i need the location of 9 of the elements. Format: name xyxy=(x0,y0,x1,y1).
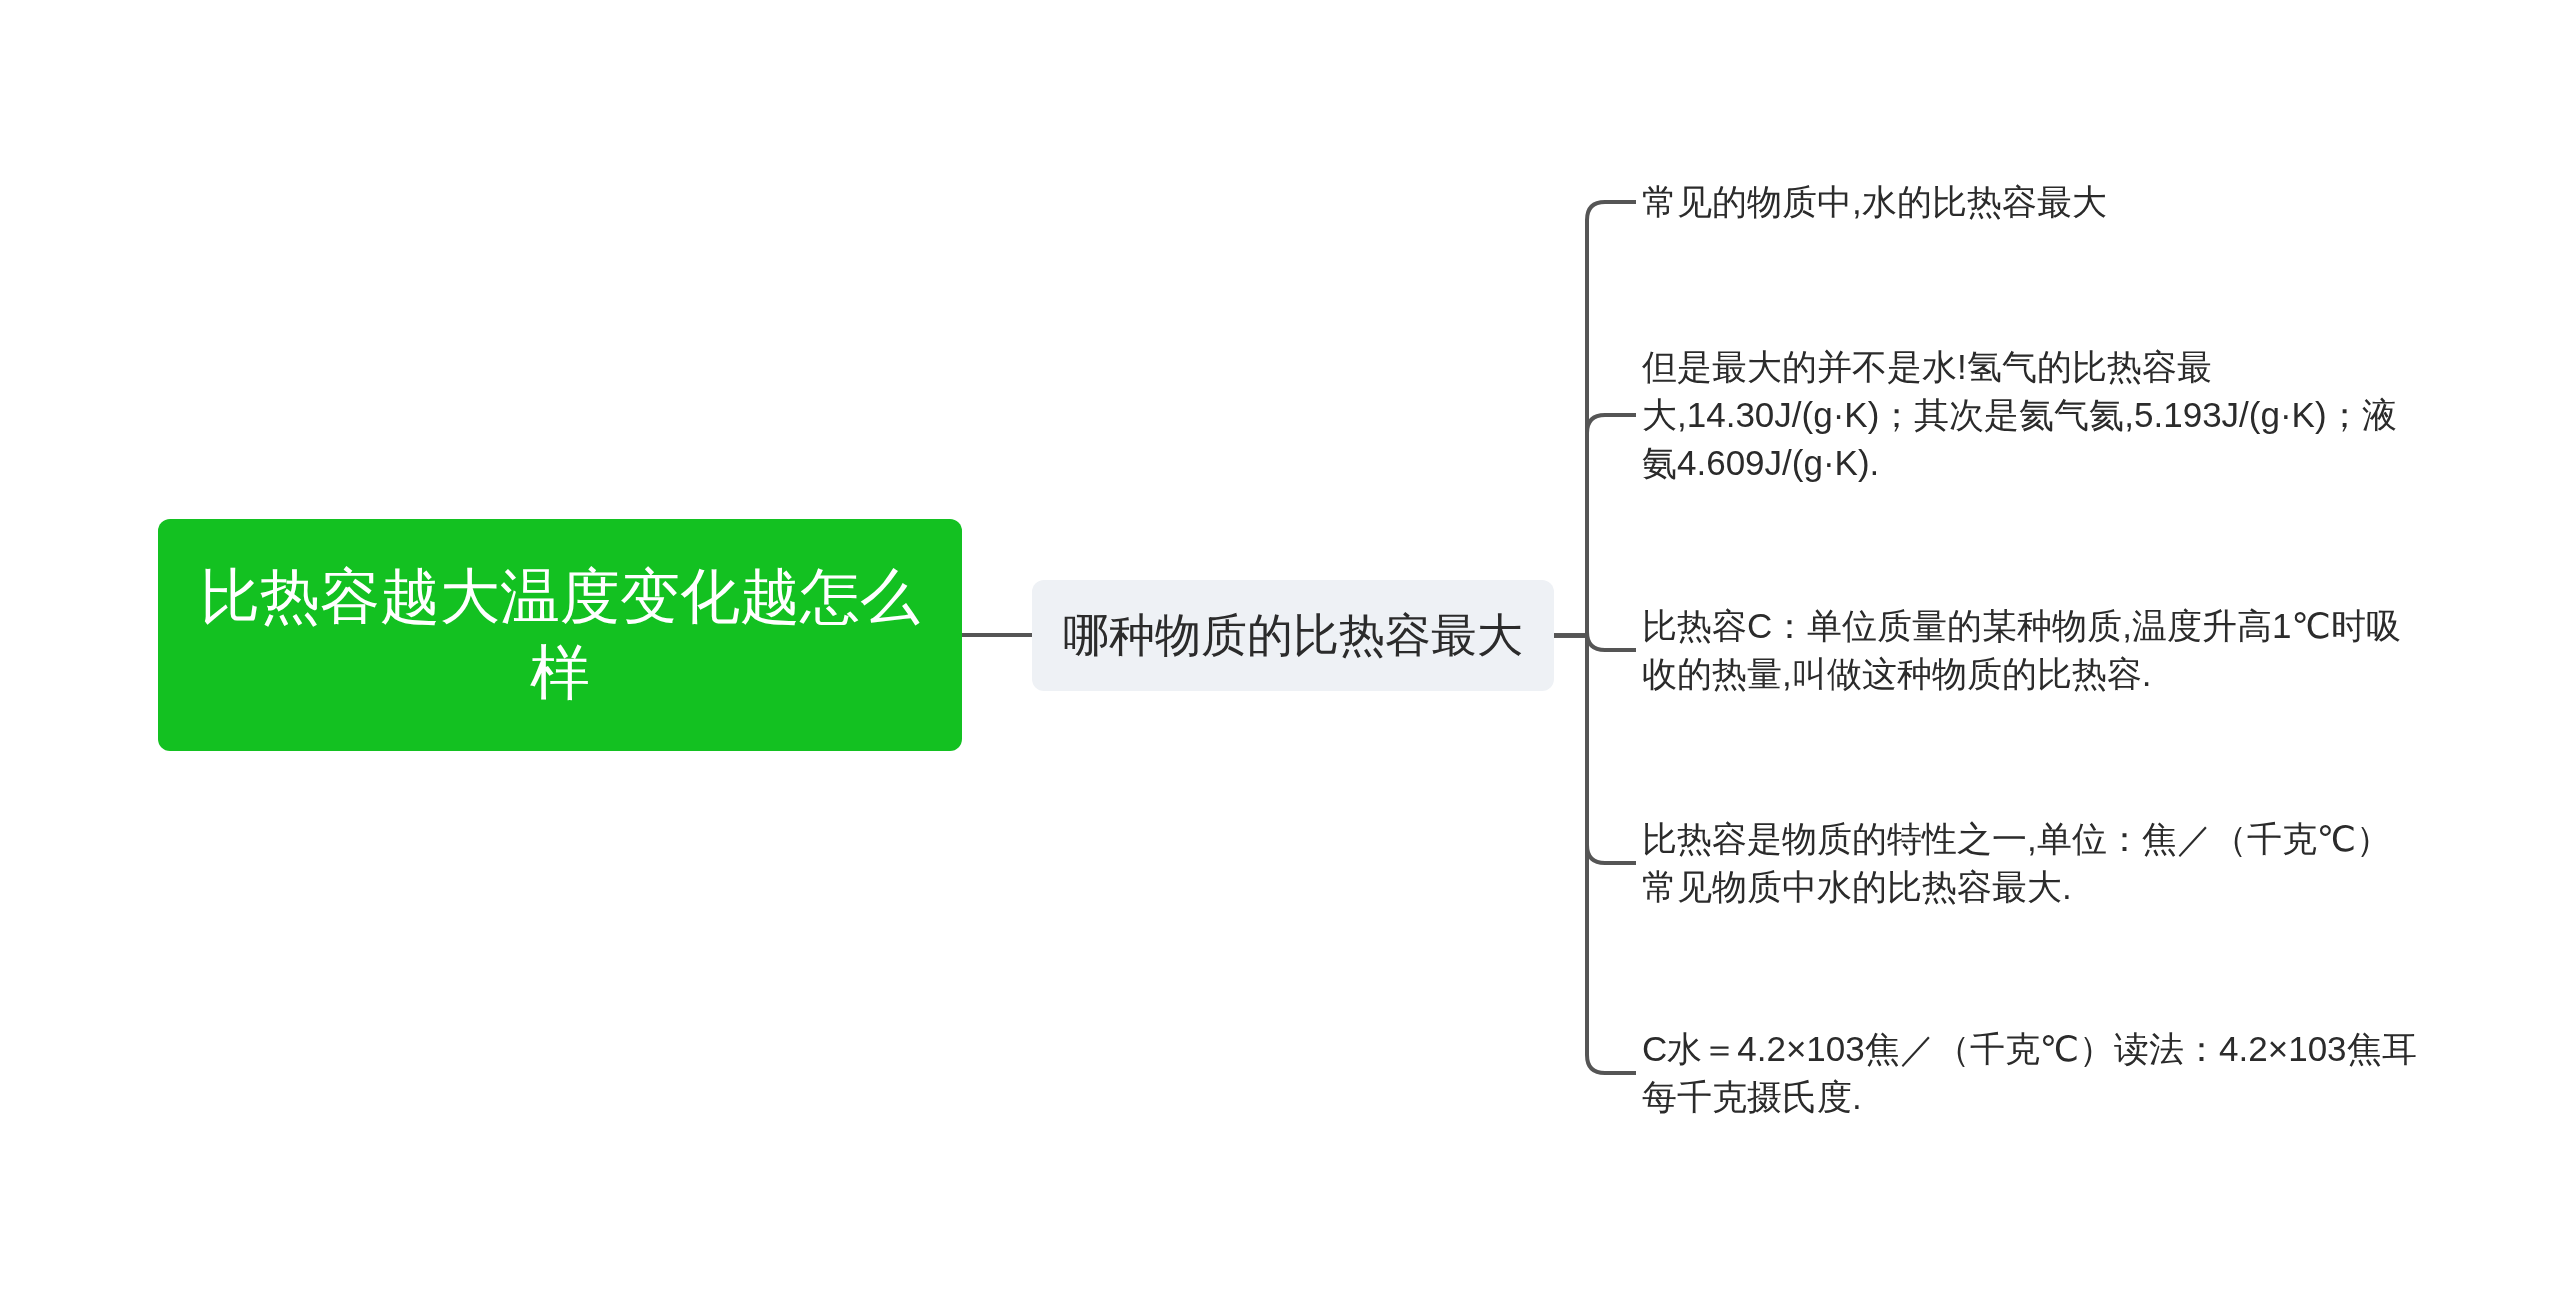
leaf-text: 常见的物质中,水的比热容最大 xyxy=(1642,170,2432,234)
leaf-text: 比热容是物质的特性之一,单位：焦／（千克℃）常见物质中水的比热容最大. xyxy=(1642,808,2402,918)
leaf-text: 但是最大的并不是水!氢气的比热容最大,14.30J/(g·K)；其次是氦气氦,5.193J/(g·K)；液氨4.609J/(g·K). xyxy=(1642,335,2402,495)
connector-line xyxy=(1554,633,1636,1075)
leaf-text: 比热容C：单位质量的某种物质,温度升高1℃时吸收的热量,叫做这种物质的比热容. xyxy=(1642,595,2402,705)
leaf-text: C水＝4.2×103焦／（千克℃）读法：4.2×103焦耳每千克摄氏度. xyxy=(1642,1018,2442,1128)
root-topic-box: 比热容越大温度变化越怎么样 xyxy=(158,519,962,751)
connector-line xyxy=(962,633,1032,637)
subtopic-box: 哪种物质的比热容最大 xyxy=(1032,580,1554,691)
